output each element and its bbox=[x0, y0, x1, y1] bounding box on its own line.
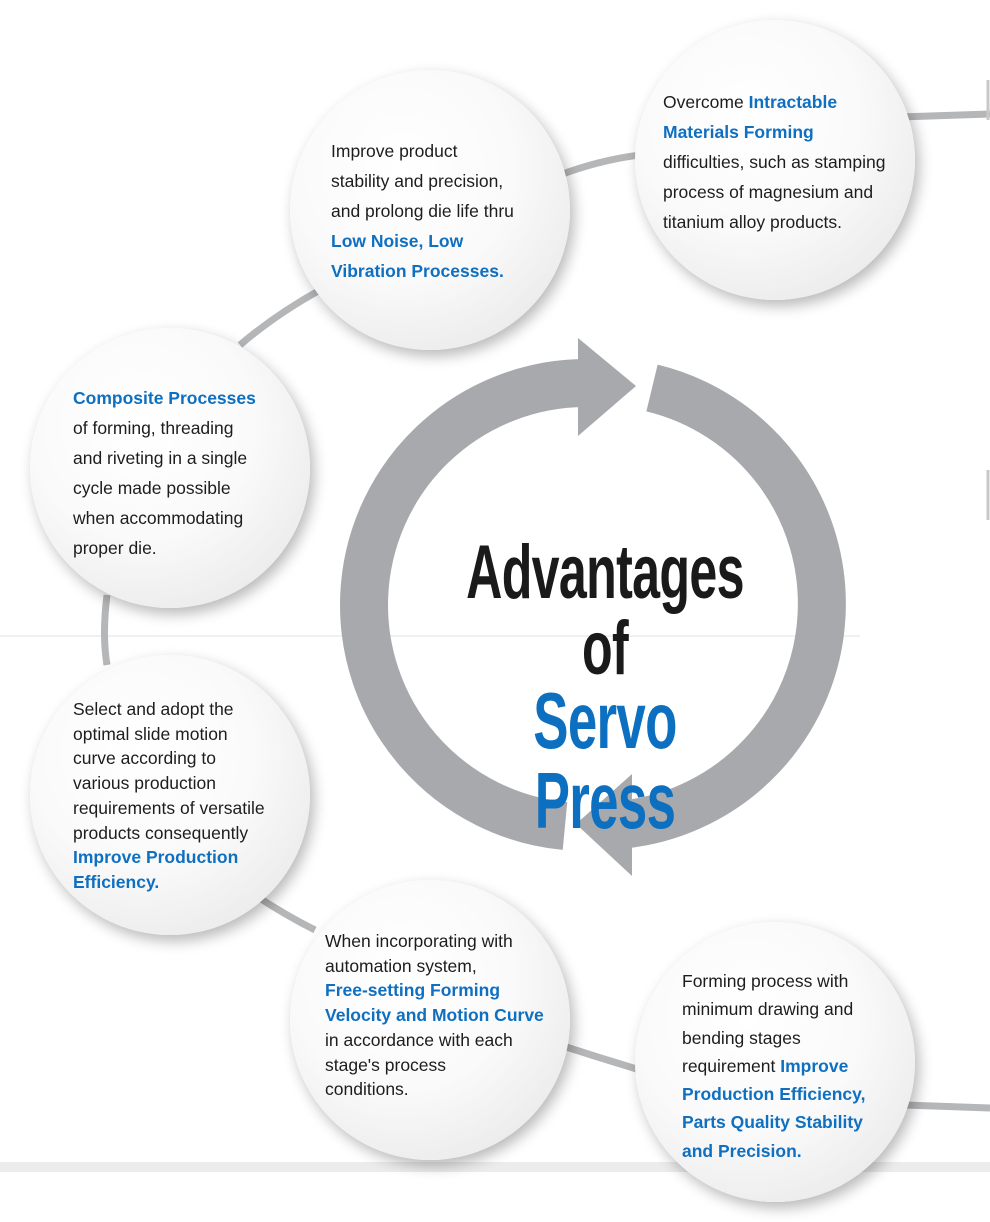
highlight-text: Materials Forming bbox=[663, 122, 814, 142]
highlight-text: Improve Production bbox=[73, 847, 239, 868]
text-line: Efficiency. bbox=[73, 870, 265, 895]
bubble-slide-motion bbox=[30, 655, 310, 935]
bubble-intractable-materials bbox=[635, 20, 915, 300]
bottom-band bbox=[0, 1162, 990, 1172]
highlight-text: Production Efficiency, bbox=[682, 1084, 866, 1105]
body-text: optimal slide motion bbox=[73, 723, 228, 744]
bubble-text-low-noise: Improve product stability and precision, a… bbox=[331, 136, 514, 286]
body-text: curve according to bbox=[73, 748, 216, 769]
text-line: Parts Quality Stability bbox=[682, 1108, 865, 1136]
highlight-text: Efficiency. bbox=[73, 871, 160, 892]
body-text: stage's process bbox=[325, 1054, 447, 1075]
page-title: Advantages of Servo Press bbox=[380, 535, 830, 841]
body-text: When incorporating with bbox=[325, 931, 513, 951]
text-line: proper die. bbox=[73, 533, 256, 563]
text-line: When incorporating with bbox=[325, 929, 544, 954]
body-text: process of magnesium and bbox=[663, 182, 874, 202]
text-line: and Precision. bbox=[682, 1137, 865, 1165]
bubble-composite-processes bbox=[30, 328, 310, 608]
body-text: difficulties, such as stamping bbox=[663, 152, 886, 172]
bubble-minimum-stages bbox=[635, 922, 915, 1202]
text-line: Low Noise, Low bbox=[331, 226, 514, 256]
highlight-text: Velocity and Motion Curve bbox=[325, 1005, 544, 1026]
text-line: and prolong die life thru bbox=[331, 196, 514, 226]
arrowhead-top bbox=[578, 338, 636, 436]
body-text: conditions. bbox=[325, 1079, 409, 1100]
highlight-text: Free-setting Forming bbox=[325, 980, 501, 1001]
body-text: Improve product bbox=[331, 141, 458, 161]
text-line: Vibration Processes. bbox=[331, 256, 514, 286]
text-line: cycle made possible bbox=[73, 473, 256, 503]
text-line: Overcome Intractable bbox=[663, 87, 885, 117]
highlight-text: and Precision. bbox=[682, 1140, 802, 1161]
text-line: Improve product bbox=[331, 136, 514, 166]
text-line: titanium alloy products. bbox=[663, 207, 885, 237]
highlight-text: Intractable bbox=[748, 92, 838, 112]
body-text: proper die. bbox=[73, 538, 157, 558]
body-text: titanium alloy products. bbox=[663, 212, 842, 232]
arrowhead-bottom bbox=[576, 774, 632, 876]
highlight-text: Composite Processes bbox=[73, 388, 256, 408]
bubble-text-automation: When incorporating with automation system… bbox=[325, 929, 544, 1102]
text-line: bending stages bbox=[682, 1024, 865, 1052]
body-text: requirements of versatile bbox=[73, 797, 265, 818]
body-text: automation system, bbox=[325, 955, 477, 976]
body-text: stability and precision, bbox=[331, 171, 504, 191]
bubble-low-noise bbox=[290, 70, 570, 350]
text-line: difficulties, such as stamping bbox=[663, 147, 885, 177]
text-line: curve according to bbox=[73, 746, 265, 771]
text-line: various production bbox=[73, 771, 265, 796]
body-text: Overcome bbox=[663, 92, 749, 112]
bubble-text-minimum-stages: Forming process with minimum drawing and b… bbox=[682, 967, 865, 1165]
text-line: process of magnesium and bbox=[663, 177, 885, 207]
highlight-text: Vibration Processes. bbox=[331, 261, 504, 281]
bubble-text-slide-motion: Select and adopt the optimal slide motion… bbox=[73, 697, 265, 895]
body-text: cycle made possible bbox=[73, 478, 231, 498]
text-line: Production Efficiency, bbox=[682, 1080, 865, 1108]
text-line: Materials Forming bbox=[663, 117, 885, 147]
highlight-text: Low Noise, Low bbox=[331, 231, 464, 251]
title-line-1: Advantages of bbox=[466, 530, 744, 691]
bubble-automation bbox=[290, 880, 570, 1160]
text-line: when accommodating bbox=[73, 503, 256, 533]
body-text: various production bbox=[73, 773, 216, 794]
bubble-text-composite-processes: Composite Processes of forming, threading… bbox=[73, 383, 256, 563]
body-text: Forming process with bbox=[682, 971, 849, 991]
text-line: Forming process with bbox=[682, 967, 865, 995]
text-line: Free-setting Forming bbox=[325, 978, 544, 1003]
text-line: of forming, threading bbox=[73, 413, 256, 443]
title-line-2: Servo Press bbox=[533, 676, 677, 845]
text-line: stage's process bbox=[325, 1053, 544, 1078]
text-line: Select and adopt the bbox=[73, 697, 265, 722]
body-text: and prolong die life thru bbox=[331, 201, 514, 221]
text-line: optimal slide motion bbox=[73, 722, 265, 747]
body-text: and riveting in a single bbox=[73, 448, 248, 468]
text-line: automation system, bbox=[325, 954, 544, 979]
body-text: when accommodating bbox=[73, 508, 244, 528]
text-line: minimum drawing and bbox=[682, 995, 865, 1023]
highlight-text: Improve bbox=[780, 1055, 849, 1076]
text-line: requirement Improve bbox=[682, 1052, 865, 1080]
text-line: and riveting in a single bbox=[73, 443, 256, 473]
body-text: bending stages bbox=[682, 1027, 801, 1048]
text-line: Composite Processes bbox=[73, 383, 256, 413]
text-line: in accordance with each bbox=[325, 1028, 544, 1053]
body-text: in accordance with each bbox=[325, 1029, 513, 1050]
text-line: stability and precision, bbox=[331, 166, 514, 196]
highlight-text: Parts Quality Stability bbox=[682, 1112, 863, 1133]
text-line: Improve Production bbox=[73, 845, 265, 870]
text-line: conditions. bbox=[325, 1077, 544, 1102]
body-text: minimum drawing and bbox=[682, 999, 854, 1020]
body-text: of forming, threading bbox=[73, 418, 234, 438]
body-text: products consequently bbox=[73, 822, 249, 843]
body-text: requirement bbox=[682, 1055, 781, 1076]
cycle-arrows-icon bbox=[340, 359, 846, 850]
text-line: Velocity and Motion Curve bbox=[325, 1003, 544, 1028]
text-line: products consequently bbox=[73, 821, 265, 846]
body-text: Select and adopt the bbox=[73, 699, 234, 719]
text-line: requirements of versatile bbox=[73, 796, 265, 821]
